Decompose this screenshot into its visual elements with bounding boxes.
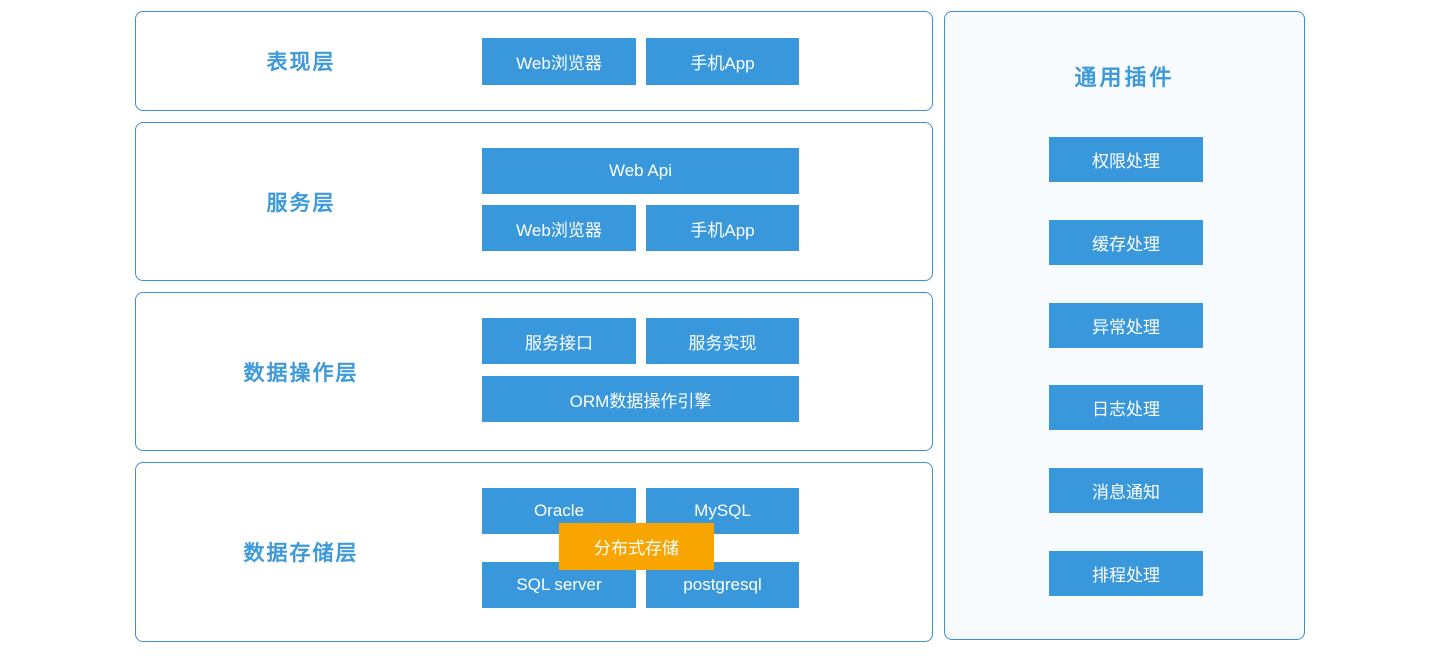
node-orm-engine: ORM数据操作引擎: [482, 376, 799, 422]
layer-data-storage: 数据存储层 Oracle MySQL SQL server postgresql…: [135, 462, 933, 642]
layer-data-operation: 数据操作层 服务接口 服务实现 ORM数据操作引擎: [135, 292, 933, 451]
plugins-panel-title: 通用插件: [1074, 65, 1175, 90]
layer-data-operation-title: 数据操作层: [243, 361, 359, 385]
node-message-notification: 消息通知: [1049, 468, 1203, 513]
node-exception-handling: 异常处理: [1049, 303, 1203, 348]
node-postgresql: postgresql: [646, 562, 799, 608]
layer-service: 服务层 Web Api Web浏览器 手机App: [135, 122, 933, 281]
node-service-interface: 服务接口: [482, 318, 636, 364]
node-permission-handling: 权限处理: [1049, 137, 1203, 182]
layer-service-title: 服务层: [266, 191, 336, 215]
node-distributed-storage: 分布式存储: [559, 523, 714, 570]
node-web-api: Web Api: [482, 148, 799, 194]
node-schedule-handling: 排程处理: [1049, 551, 1203, 596]
node-log-handling: 日志处理: [1049, 385, 1203, 430]
node-mobile-app: 手机App: [646, 205, 799, 251]
layer-presentation: 表现层 Web浏览器 手机App: [135, 11, 933, 111]
node-cache-handling: 缓存处理: [1049, 220, 1203, 265]
node-web-browser: Web浏览器: [482, 38, 636, 85]
layer-presentation-title: 表现层: [266, 51, 336, 74]
layer-data-storage-title: 数据存储层: [243, 542, 359, 565]
node-web-browser: Web浏览器: [482, 205, 636, 251]
node-mobile-app: 手机App: [646, 38, 799, 85]
plugins-panel: 通用插件 权限处理 缓存处理 异常处理 日志处理 消息通知 排程处理: [944, 11, 1305, 640]
node-sql-server: SQL server: [482, 562, 636, 608]
node-service-implementation: 服务实现: [646, 318, 799, 364]
